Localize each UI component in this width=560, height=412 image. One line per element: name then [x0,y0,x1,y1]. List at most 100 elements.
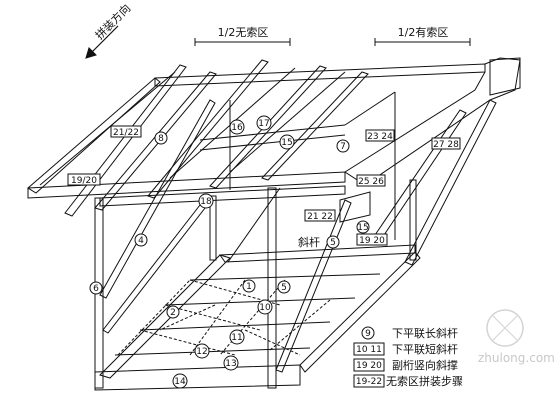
legend-item-3-text: 副桁竖向斜撑 [392,358,458,372]
label-21-22a-text: 21/22 [113,128,139,138]
inner-frame-1 [199,124,346,141]
label-15b-text: 15 [357,223,368,233]
direction-label: 拼装方向 [92,1,133,42]
post-front-mid [267,187,277,389]
label-12-text: 12 [196,347,207,357]
inner-frame-3 [344,91,396,126]
legend-item-1: 9 下平联长斜杆 [361,326,458,340]
zone-left-label: 1/2无索区 [218,25,269,39]
top-crossbeam-5 [261,71,369,181]
bottom-left-edge [99,254,231,379]
label-5b: 5 [326,235,340,249]
label-4-text: 4 [138,236,144,246]
label-21-22a: 21/22 [110,125,142,138]
label-23-24-text: 23 24 [367,132,393,142]
label-2: 2 [166,305,180,319]
label-14-text: 14 [174,377,186,387]
label-15a: 15 [279,134,295,150]
label-17-text: 17 [258,119,269,129]
label-11: 11 [229,329,245,345]
legend-item-2: 10 11 下平联短斜杆 [353,342,458,356]
label-18: 18 [198,193,214,209]
bottom-trans-1 [114,347,311,356]
label-5-text: 5 [281,283,287,293]
label-23-24: 23 24 [365,129,395,142]
label-17: 17 [256,115,272,131]
label-19-20a: 19/20 [67,173,101,186]
label-25-26: 25 26 [356,174,386,187]
label-4: 4 [134,233,148,247]
label-16: 16 [229,119,245,135]
bottom-trans-2 [139,321,331,331]
label-25-26-text: 25 26 [358,177,384,187]
label-14: 14 [172,373,188,389]
label-19-20b-text: 19 20 [359,236,385,246]
top-front-chord [27,171,346,199]
label-11-text: 11 [231,333,242,343]
direction-arrowhead [85,47,97,59]
top-crossbeam-1 [64,64,187,217]
bottom-right-edge [299,251,421,373]
member-3-diag [275,199,352,373]
label-21-22b: 21 22 [304,209,336,222]
bottom-back-chord [219,244,416,263]
bottom-front-chord [94,364,301,391]
label-6: 6 [89,281,103,295]
diagonal-rod-label: 斜杆 [298,235,320,249]
legend-item-2-text: 下平联短斜杆 [392,342,458,356]
label-19-20b: 19 20 [356,233,388,246]
label-27-28-text: 27 28 [433,140,459,150]
cable-head [489,57,521,96]
truss-lines [27,25,521,391]
watermark-text: zhulong.com [478,351,555,365]
top-crossbeam-3 [147,59,269,199]
node-25-26 [339,191,371,223]
label-16-text: 16 [231,123,243,133]
legend-item-4: 19-22 无索区拼装步骤 [353,374,463,388]
legend-item-1-nums: 9 [365,329,371,339]
boxed-labels: 21/22 19/20 23 24 27 28 25 26 21 22 19 2… [67,125,461,246]
bottom-trans-4 [189,273,381,281]
member-1-diag [227,187,281,263]
label-1-text: 1 [246,282,252,292]
label-6-text: 6 [93,284,99,294]
legend-item-3: 19 20 副桁竖向斜撑 [353,358,458,372]
label-10-text: 10 [259,303,271,313]
member-2-diag [102,204,206,334]
top-crossbeam-4 [209,65,327,189]
label-18-text: 18 [200,197,212,207]
legend: 9 下平联长斜杆 10 11 下平联短斜杆 19 20 副桁竖向斜撑 19-22… [353,326,463,388]
label-7: 7 [336,139,350,153]
label-19-20a-text: 19/20 [71,176,97,186]
label-1: 1 [242,279,256,293]
label-15b: 15 [356,220,370,234]
label-5b-text: 5 [330,238,336,248]
member-labels: 8 16 17 15 7 18 4 6 2 1 5 10 11 12 13 14… [89,115,370,389]
legend-item-4-text: 无索区拼装步骤 [386,374,463,388]
post-inner [209,195,217,261]
label-7-text: 7 [340,142,346,152]
label-12: 12 [194,343,210,359]
member-18-beam [99,185,346,207]
bottom-bracing [117,279,331,356]
stringer-c [229,71,346,173]
post-right [409,179,417,261]
label-8-text: 8 [158,134,164,144]
label-5: 5 [277,280,291,294]
label-2-text: 2 [170,308,176,318]
stringer-a [39,71,176,186]
top-crossbeam-2 [94,71,217,211]
member-27-brace [374,109,467,239]
label-13-text: 13 [225,359,236,369]
inner-frame-2 [199,134,346,151]
member-28-brace [404,99,497,266]
legend-item-1-text: 下平联长斜杆 [392,326,458,340]
label-15a-text: 15 [281,138,292,148]
top-left-edge [27,77,161,194]
legend-item-2-nums: 10 11 [356,345,382,355]
zone-right-label: 1/2有索区 [398,25,449,39]
label-8: 8 [154,131,168,145]
label-13: 13 [223,355,239,371]
